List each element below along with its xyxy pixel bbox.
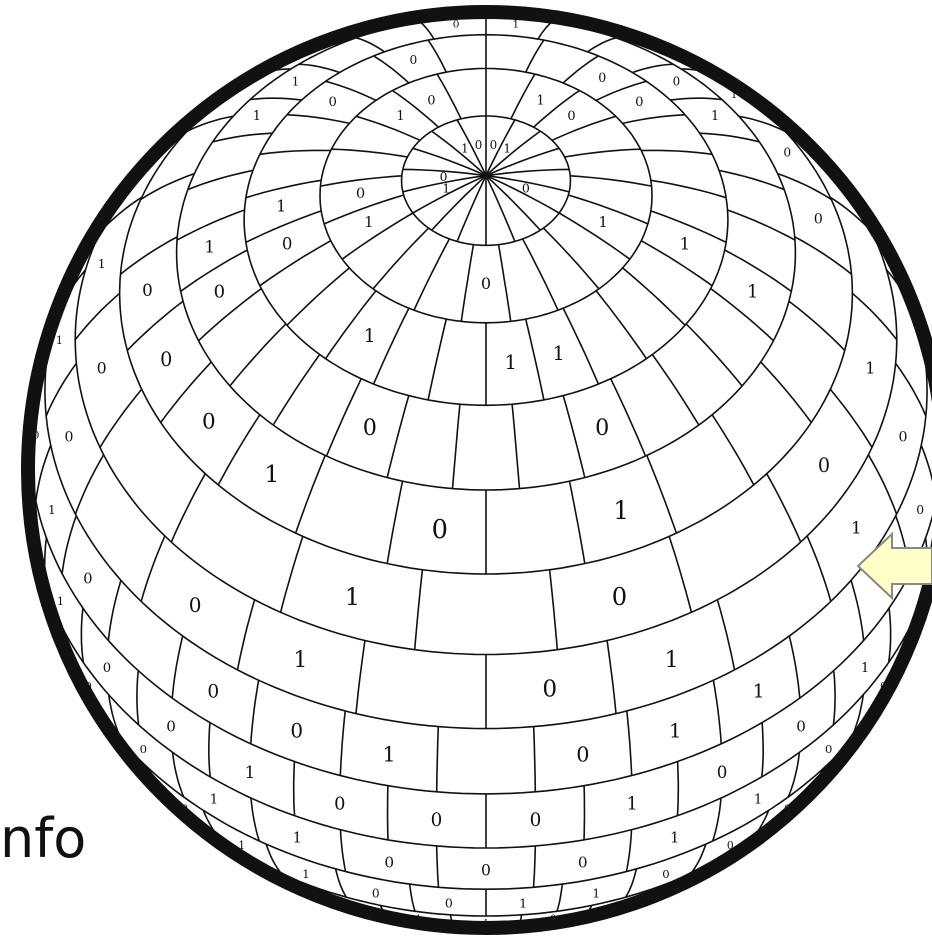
sphere-bit: 0 xyxy=(83,571,92,588)
sphere-bit: 0 xyxy=(160,348,172,371)
sphere-bit: 0 xyxy=(567,109,575,124)
sphere-bit: 0 xyxy=(282,235,293,254)
grid-line xyxy=(388,786,389,840)
sphere-bit: 0 xyxy=(202,410,216,435)
sphere-bit: 1 xyxy=(747,282,758,303)
sphere-bit: 1 xyxy=(364,213,373,231)
sphere-bit: 0 xyxy=(481,861,491,879)
sphere-bit: 1 xyxy=(537,93,545,108)
sphere-bit: 0 xyxy=(717,762,728,782)
sphere-bit: 1 xyxy=(627,794,638,815)
sphere-bit: 1 xyxy=(669,719,682,743)
sphere-bit: 1 xyxy=(396,109,404,124)
sphere-bit: 0 xyxy=(214,282,225,303)
sphere-bit: 0 xyxy=(97,358,107,377)
sphere-bit: 0 xyxy=(783,146,791,160)
sphere-bit: 1 xyxy=(292,75,300,89)
grid-line xyxy=(677,762,678,816)
grid-line xyxy=(584,786,585,840)
sphere-bit: 0 xyxy=(431,810,443,831)
sphere-bit: 1 xyxy=(865,358,875,377)
sphere-bit: 1 xyxy=(461,142,469,156)
sphere-bit: 1 xyxy=(48,502,56,517)
sphere-bit: 1 xyxy=(504,351,516,374)
sphere-bit: 1 xyxy=(592,886,600,900)
sphere-bit: 0 xyxy=(916,502,924,517)
sphere-bit: 1 xyxy=(598,213,607,231)
sphere-bit: 0 xyxy=(384,853,394,871)
sphere-bit: 0 xyxy=(427,93,435,108)
sphere-bit: 1 xyxy=(276,198,286,216)
sphere-bit: 0 xyxy=(356,186,365,202)
sphere-bit: 0 xyxy=(542,675,557,702)
sphere-bit: 1 xyxy=(665,647,679,673)
sphere-bit: 0 xyxy=(475,138,483,152)
sphere-bit: 1 xyxy=(345,583,360,611)
sphere-bit: 0 xyxy=(453,19,460,31)
sphere-bit: 1 xyxy=(711,109,719,124)
sphere-bit: 0 xyxy=(522,181,530,196)
sphere-bit: 1 xyxy=(753,682,765,703)
caption-text: nfo xyxy=(0,812,86,866)
sphere-bit: 0 xyxy=(142,280,153,300)
sphere-bit: 0 xyxy=(490,138,498,152)
sphere-bit: 1 xyxy=(56,334,63,347)
sphere-bit: 0 xyxy=(796,717,806,735)
sphere-bit: 0 xyxy=(103,661,111,676)
sphere-bit: 0 xyxy=(595,415,609,441)
sphere-bit: 0 xyxy=(445,896,453,911)
sphere-bit: 1 xyxy=(210,793,218,808)
sphere-bit: 0 xyxy=(673,75,681,89)
sphere-bit: 0 xyxy=(481,274,491,293)
sphere-bit: 1 xyxy=(293,831,302,847)
sphere-bit: 1 xyxy=(382,742,395,766)
sphere-bit: 1 xyxy=(513,19,520,31)
sphere-bit: 1 xyxy=(552,342,564,365)
sphere-bit: 0 xyxy=(166,717,176,735)
grid-line xyxy=(294,762,295,816)
sphere-bit: 1 xyxy=(57,595,64,608)
sphere-bit: 0 xyxy=(290,719,303,743)
sphere-bit: 0 xyxy=(576,742,589,766)
sphere-bit: 0 xyxy=(65,430,74,446)
sphere-bit: 0 xyxy=(825,742,832,756)
sphere-bit: 0 xyxy=(612,583,627,611)
sphere-bit: 1 xyxy=(98,257,106,271)
sphere-bit: 0 xyxy=(372,886,380,900)
sphere-bit: 0 xyxy=(899,430,908,446)
sphere-bit: 1 xyxy=(264,460,279,488)
sphere-bit: 1 xyxy=(519,896,527,911)
sphere-bit: 0 xyxy=(410,53,418,67)
sphere-bit: 0 xyxy=(363,415,377,441)
sphere-bit: 1 xyxy=(861,661,869,676)
sphere-bit: 0 xyxy=(578,853,588,871)
sphere-bit: 1 xyxy=(204,237,215,256)
sphere-bit: 0 xyxy=(432,515,448,545)
sphere-bit: 1 xyxy=(442,181,450,196)
sphere-bit: 1 xyxy=(670,831,679,847)
sphere-bit: 0 xyxy=(329,95,337,110)
sphere-bit: 0 xyxy=(662,867,669,881)
sphere-bit: 1 xyxy=(754,793,762,808)
sphere-bit: 1 xyxy=(613,496,629,525)
sphere-bit: 1 xyxy=(245,762,256,782)
sphere-bit: 0 xyxy=(189,593,202,617)
sphere-bit: 0 xyxy=(334,794,345,815)
sphere-bit: 1 xyxy=(253,109,261,124)
sphere-bit: 0 xyxy=(207,682,219,703)
sphere-bit: 0 xyxy=(530,810,542,831)
sphere-bit: 1 xyxy=(364,325,376,347)
sphere-bit: 1 xyxy=(680,235,691,254)
sphere-bit: 1 xyxy=(293,647,307,673)
sphere-bit: 0 xyxy=(814,211,823,227)
sphere-bit: 0 xyxy=(635,95,643,110)
sphere-bit: 1 xyxy=(302,867,309,881)
sphere-bit: 1 xyxy=(503,142,511,156)
sphere-bit: 0 xyxy=(818,454,830,477)
sphere-bit: 0 xyxy=(598,70,606,85)
sphere-bit: 1 xyxy=(851,519,862,539)
sphere-bit: 0 xyxy=(140,742,147,756)
